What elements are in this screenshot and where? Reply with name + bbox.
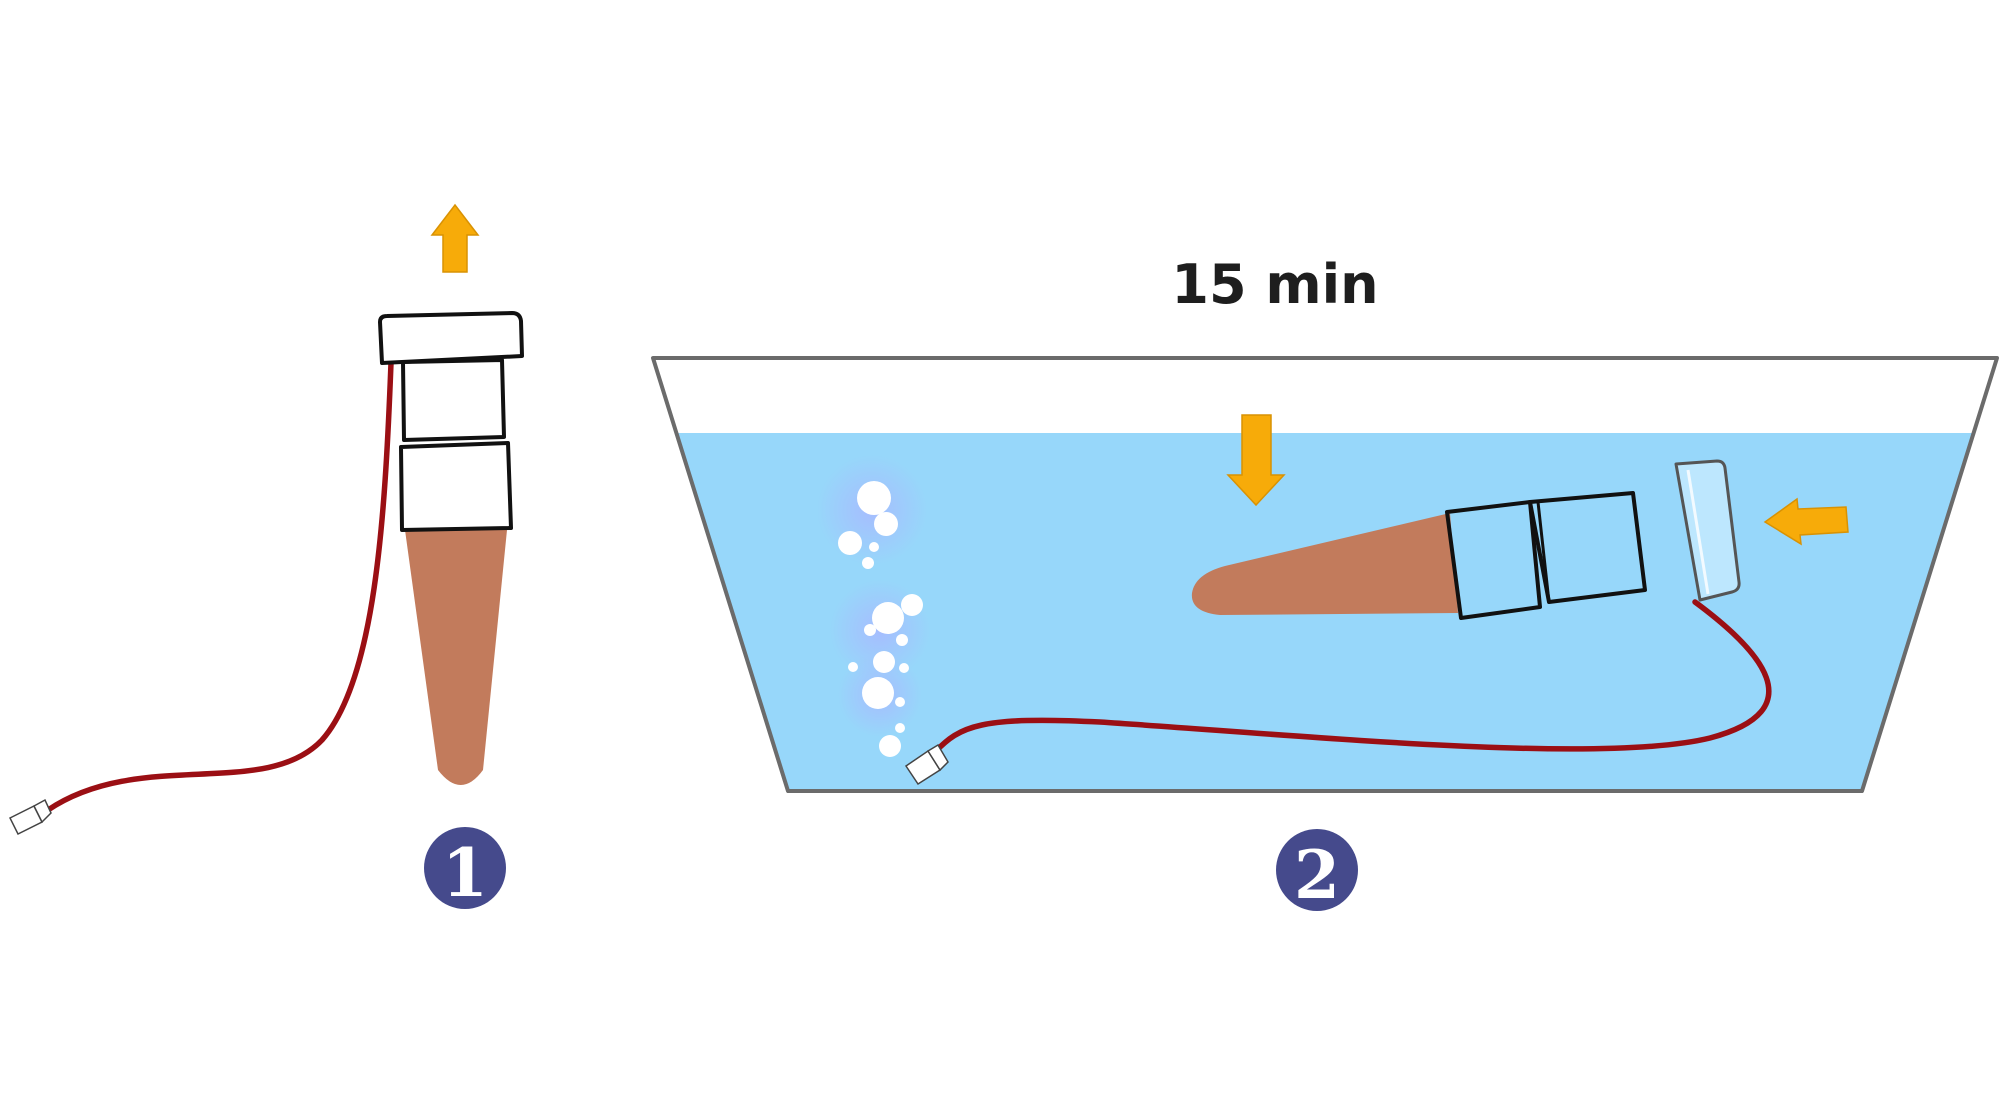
- step-2-badge: [1276, 829, 1358, 911]
- step-2-illustration: 15 min: [651, 253, 1999, 914]
- body-seam: [1536, 501, 1551, 603]
- left-arrow-icon: [1763, 497, 1849, 546]
- terracotta-cone: [405, 530, 507, 785]
- spike-body: [401, 358, 506, 442]
- step-2-number: 2: [1294, 836, 1340, 914]
- down-arrow-icon: [1226, 414, 1286, 507]
- air-bubbles-icon: [817, 455, 930, 757]
- step-1-illustration: 1: [8, 203, 524, 912]
- duration-label: 15 min: [1171, 253, 1378, 316]
- up-arrow-icon: [430, 203, 480, 273]
- spike-collar: [1445, 500, 1542, 620]
- tube: [932, 599, 1772, 755]
- spike-collar: [399, 441, 513, 532]
- spike-body: [1528, 491, 1647, 604]
- water-container: [651, 356, 1999, 793]
- cap-highlight: [1686, 469, 1710, 595]
- step-1-number: 1: [442, 834, 488, 912]
- spike-cap: [378, 311, 524, 365]
- tube: [45, 360, 394, 813]
- terracotta-cone: [1191, 513, 1458, 615]
- step-1-badge: [424, 827, 506, 909]
- tube-connector-icon: [904, 743, 949, 786]
- tube-connector-icon: [8, 798, 52, 836]
